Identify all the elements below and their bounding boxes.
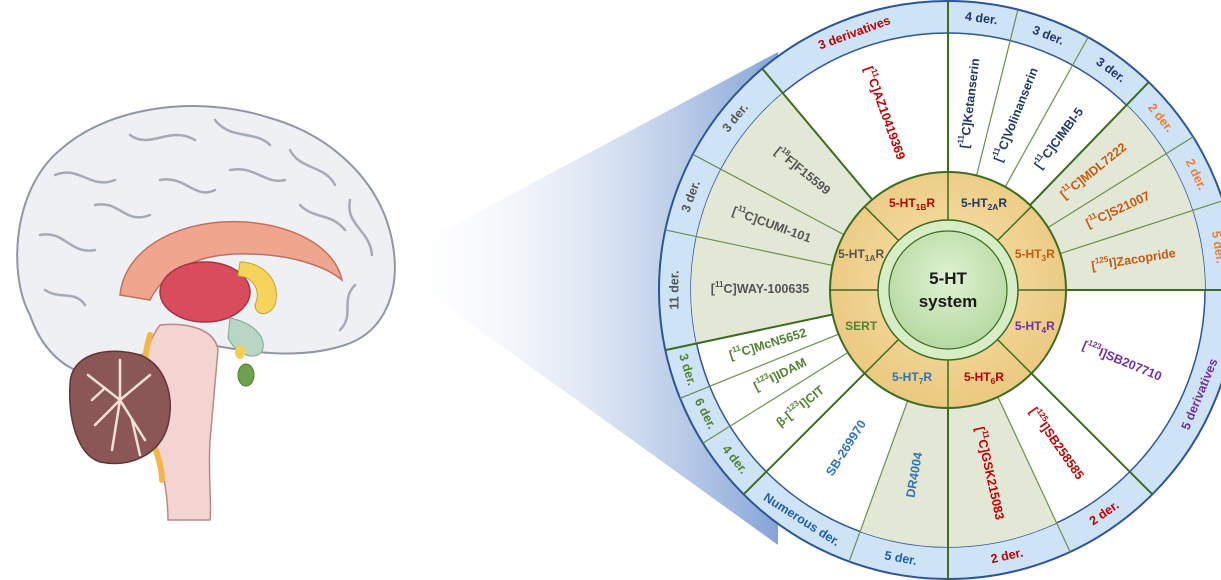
receptor-label-ht3: 5-HT3R xyxy=(1015,247,1055,263)
fornix xyxy=(237,261,277,315)
radiotracer-wheel: 5-HT system 5-HT1AR 5-HT1BR 5-HT2AR 5-HT3R 5-H… xyxy=(658,0,1221,580)
receptor-label-sert: SERT xyxy=(845,319,878,333)
sector-divider xyxy=(1004,36,1089,188)
receptor-label-ht7: 5-HT7R xyxy=(892,370,932,386)
tracer-sector-shade xyxy=(948,396,1057,547)
sector-divider xyxy=(997,396,1071,553)
sector-divider xyxy=(692,153,845,236)
sector-divider xyxy=(1047,136,1194,228)
receptor-label-ht1a: 5-HT1AR xyxy=(838,247,884,263)
sector-divider xyxy=(1030,372,1154,496)
center-disc xyxy=(888,230,1008,350)
sector-divider xyxy=(848,400,909,562)
tracer-sector-shade xyxy=(721,93,873,235)
tracer-sector-shade xyxy=(696,169,844,266)
receptor-label-ht1b: 5-HT1BR xyxy=(889,196,935,212)
sector-divider xyxy=(702,352,849,444)
sector-divider xyxy=(761,67,873,201)
hypothalamus xyxy=(227,317,264,357)
receptor-label-ht6: 5-HT6R xyxy=(964,370,1004,386)
sector-divider xyxy=(665,313,833,352)
mammillary-body xyxy=(235,345,245,359)
corpus-callosum xyxy=(119,220,344,301)
sector-divider xyxy=(1060,200,1221,255)
tracer-sector-shade xyxy=(860,400,948,547)
center-title: 5-HT xyxy=(929,269,967,288)
tracer-sector-shade xyxy=(1060,210,1205,290)
cerebellum-arbor xyxy=(86,358,152,457)
pituitary xyxy=(237,363,255,387)
tracer-sector-shade xyxy=(1029,105,1166,228)
brain-gyri xyxy=(38,118,374,332)
sector-divider xyxy=(665,229,833,267)
derivative-count-label: 4 der. xyxy=(964,9,998,27)
hub-divider xyxy=(864,338,900,374)
derivative-count-label: 11 der. xyxy=(667,271,681,310)
hub-divider xyxy=(996,206,1032,242)
receptor-label-ht2a: 5-HT2AR xyxy=(961,196,1007,212)
sector-divider xyxy=(742,372,866,496)
hub-divider xyxy=(996,338,1032,374)
sector-divider xyxy=(1029,81,1150,206)
derivative-count-label: 2 der. xyxy=(989,545,1024,566)
tracer-sector-shade xyxy=(1048,153,1193,254)
receptor-label-ht4: 5-HT4R xyxy=(1015,319,1055,335)
thalamus xyxy=(159,261,251,323)
zoom-beam xyxy=(385,52,778,545)
radiotracer-label: [11C]WAY-100635 xyxy=(711,280,809,296)
center-subtitle: system xyxy=(919,292,978,311)
tracer-sector-shade xyxy=(691,236,833,344)
brain-illustration xyxy=(16,105,396,521)
hub-divider xyxy=(864,206,900,242)
sector-divider xyxy=(975,9,1019,176)
sector-divider xyxy=(679,333,839,399)
derivative-count-label: 5 der. xyxy=(883,548,918,567)
